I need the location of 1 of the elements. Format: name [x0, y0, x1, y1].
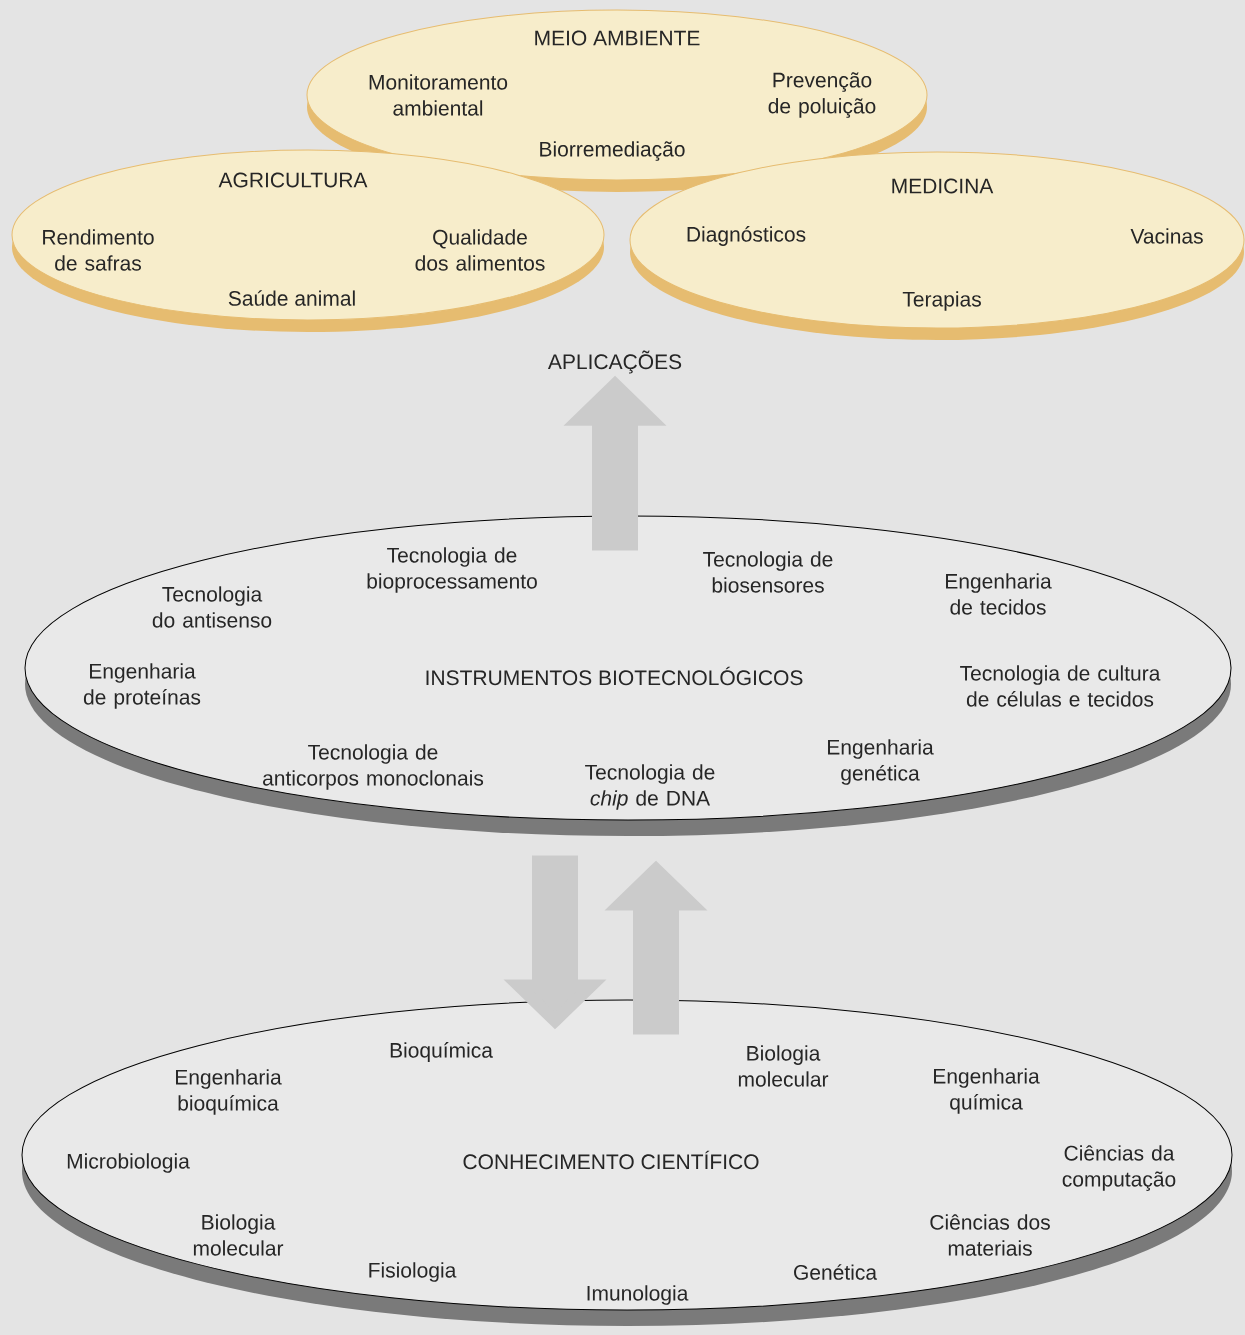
heading: APLICAÇÕES	[547, 350, 682, 374]
